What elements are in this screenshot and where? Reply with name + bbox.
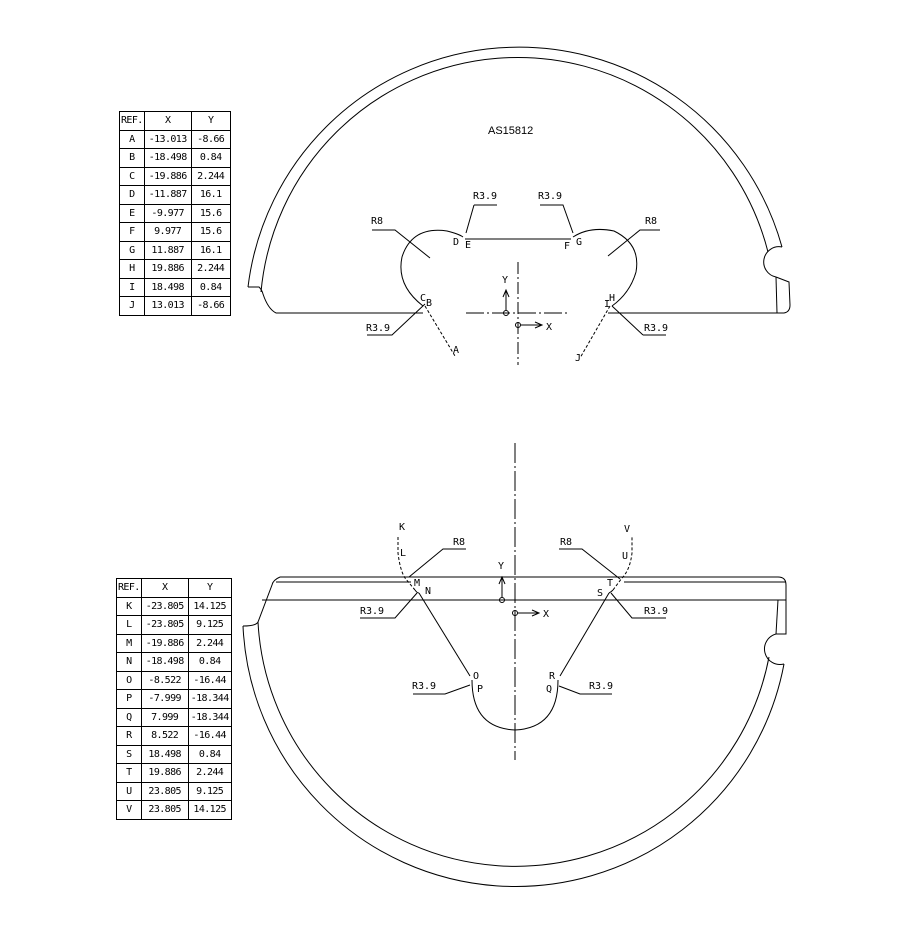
table-row: O-8.522-16.44 [116, 670, 232, 690]
point-label-h: H [609, 293, 615, 304]
table-header-row: REF. X Y [116, 578, 232, 598]
point-label-a: A [453, 345, 459, 356]
dim-r39-hi: R3.9 [644, 323, 668, 334]
cell-y: 2.244 [187, 633, 232, 653]
cell-ref: D [119, 185, 145, 205]
point-label-f: F [564, 241, 570, 252]
cell-y: 15.6 [190, 203, 231, 223]
point-label-q: Q [546, 684, 552, 695]
point-label-o: O [473, 671, 479, 682]
part-number-label: AS15812 [488, 125, 533, 137]
top-view-leaders [367, 204, 666, 336]
dim-r8-left-top: R8 [371, 216, 383, 227]
point-label-i: I [604, 299, 610, 310]
bottom-view-leaders [360, 548, 666, 695]
point-label-u: U [622, 551, 628, 562]
top-view-outline [247, 46, 791, 314]
cell-x: -18.498 [143, 148, 192, 168]
point-label-g: G [576, 237, 582, 248]
point-label-d: D [453, 237, 459, 248]
dim-r39-op: R3.9 [412, 681, 436, 692]
point-label-m: M [414, 578, 420, 589]
point-label-e: E [465, 240, 471, 251]
top-view-keyhole [400, 229, 638, 359]
header-x: X [143, 111, 192, 131]
axis-label-x-top: X [546, 322, 552, 333]
dim-r39-cb: R3.9 [366, 323, 390, 334]
dim-r39-st: R3.9 [644, 606, 668, 617]
point-label-c: C [420, 293, 426, 304]
header-y: Y [190, 111, 231, 131]
cell-x: 23.805 [140, 800, 189, 820]
cell-y: 2.244 [190, 166, 231, 186]
cell-ref: A [119, 129, 145, 149]
point-label-l: L [400, 548, 406, 559]
point-label-p: P [477, 684, 483, 695]
point-label-k: K [399, 522, 405, 533]
point-label-v: V [624, 524, 630, 535]
point-label-r: R [549, 671, 556, 682]
cell-y: 15.6 [190, 222, 231, 242]
cell-y: 16.1 [190, 240, 231, 260]
table-row: A-13.013-8.66 [119, 129, 231, 149]
point-label-j: J [575, 353, 581, 364]
cell-y: 0.84 [190, 148, 231, 168]
dim-r39-de: R3.9 [473, 191, 497, 202]
cell-y: -8.66 [190, 129, 231, 149]
dim-r8-right-bottom: R8 [560, 537, 572, 548]
dim-r39-fg: R3.9 [538, 191, 562, 202]
cell-y: 16.1 [190, 185, 231, 205]
cell-y: 14.125 [187, 800, 232, 820]
cell-y: 0.84 [187, 744, 232, 764]
cell-x: 13.013 [143, 296, 192, 316]
cell-y: -8.66 [190, 296, 231, 316]
dim-r39-qr: R3.9 [589, 681, 613, 692]
dim-r39-mn: R3.9 [360, 606, 384, 617]
axis-label-y-bottom: Y [498, 561, 504, 572]
point-label-s: S [597, 588, 603, 599]
top-view-axes [466, 262, 570, 365]
axis-label-x-bottom: X [543, 609, 549, 620]
axis-label-y-top: Y [502, 275, 508, 286]
dim-r8-right-top: R8 [645, 216, 657, 227]
point-label-t: T [607, 578, 613, 589]
dim-r8-left-bottom: R8 [453, 537, 465, 548]
bottom-view-axes [262, 443, 786, 760]
table-header-row: REF. X Y [119, 111, 231, 131]
point-label-b: B [426, 298, 432, 309]
cell-ref: V [116, 800, 142, 820]
point-label-n: N [425, 586, 431, 597]
